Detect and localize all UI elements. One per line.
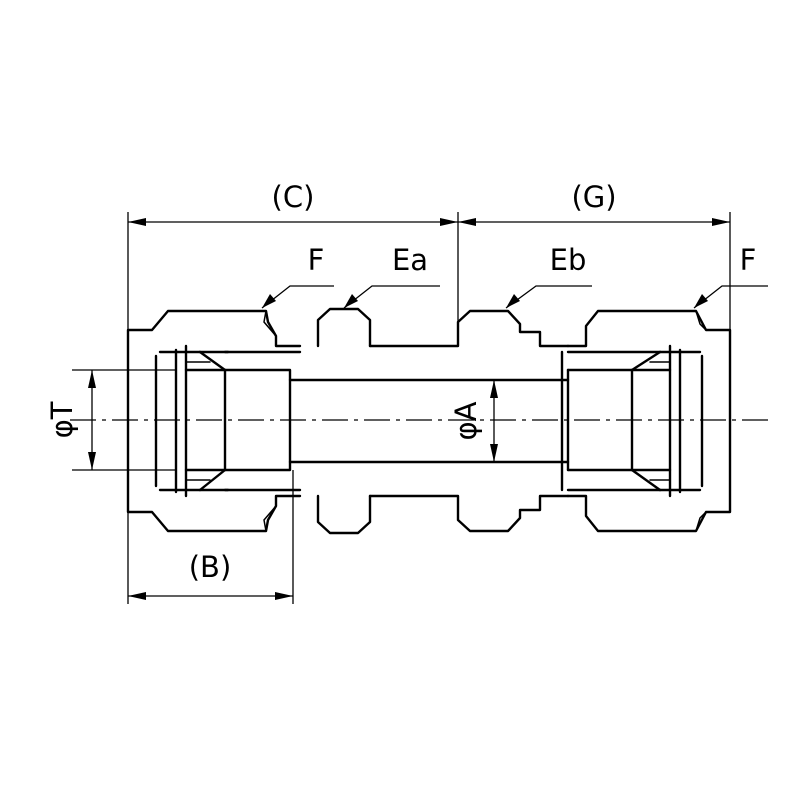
dimension-b: (B) [127,470,294,604]
callout-eb-label: Eb [550,243,587,277]
dimension-phi-a: φA [449,380,498,462]
ea-nut-bottom [316,494,372,535]
dimension-b-label: (B) [189,550,232,584]
left-nut [126,309,302,533]
callout-f-right-label: F [740,243,757,277]
dimension-g: (G) [458,180,731,330]
center-body-top [368,309,570,348]
center-body-bottom [368,494,570,533]
right-nut [566,309,732,533]
callout-ea-label: Ea [392,243,428,277]
dimension-phi-t-label: φT [45,401,79,438]
callout-ea: Ea [343,243,440,309]
dimension-phi-t: φT [45,369,176,471]
fitting-body [126,307,732,535]
dimension-phi-a-label: φA [449,401,483,440]
dimension-g-label: (G) [571,180,616,214]
dimension-c: (C) [127,180,459,330]
dimension-c-label: (C) [272,180,315,214]
callout-f-left: F [261,243,334,309]
callout-eb: Eb [505,243,592,309]
callout-f-right: F [693,243,768,309]
callout-f-left-label: F [308,243,325,277]
ea-nut-top [316,307,372,348]
